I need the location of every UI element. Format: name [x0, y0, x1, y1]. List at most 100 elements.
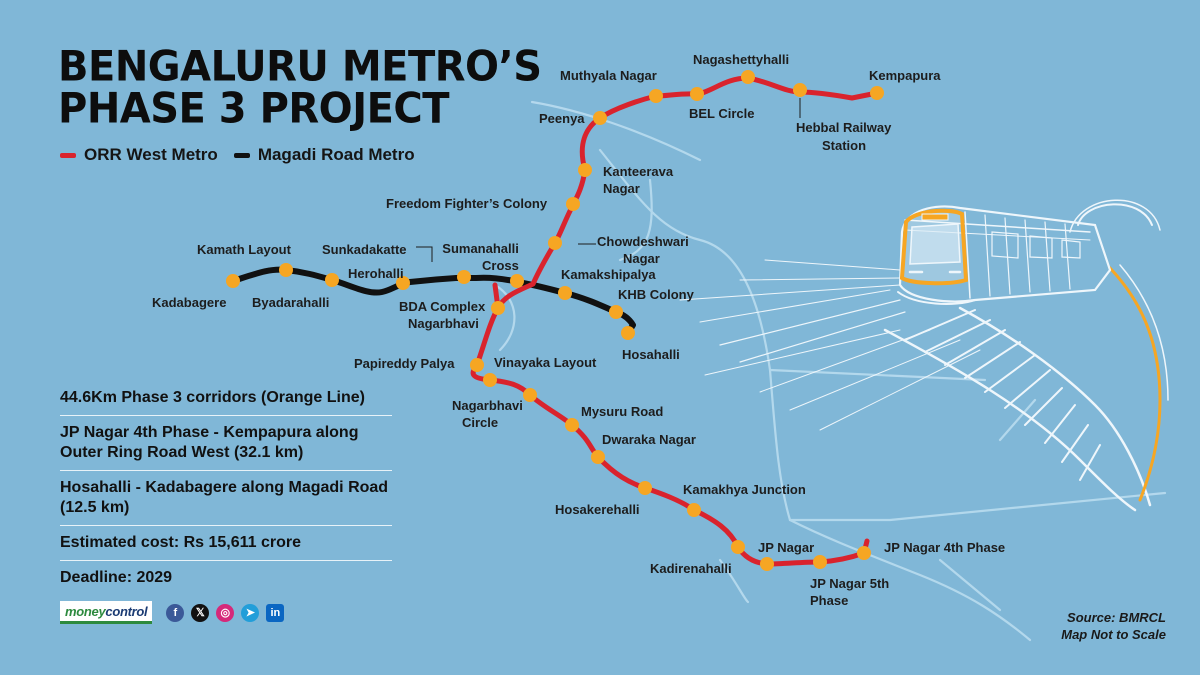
legend-magadi-swatch — [233, 152, 250, 158]
station-marker — [226, 274, 240, 288]
station-marker — [741, 70, 755, 84]
station-marker — [523, 388, 537, 402]
legend-magadi: Magadi Road Metro — [233, 145, 415, 165]
label-hebbal: Hebbal Railway Station — [796, 119, 891, 155]
info-orr-west: JP Nagar 4th Phase - Kempapura along Out… — [60, 416, 392, 471]
station-marker — [690, 87, 704, 101]
station-marker — [325, 273, 339, 287]
label-sunkadakatte: Sunkadakatte — [322, 242, 407, 257]
station-marker — [470, 358, 484, 372]
station-marker — [591, 450, 605, 464]
station-marker — [870, 86, 884, 100]
x-icon[interactable]: 𝕏 — [191, 603, 210, 622]
label-nagarbhavi-circle: Nagarbhavi Circle — [452, 397, 523, 431]
label-kamath-layout: Kamath Layout — [197, 242, 291, 257]
label-sumanahalli-line2: Cross — [482, 258, 519, 273]
station-marker — [483, 373, 497, 387]
label-jp-nagar: JP Nagar — [758, 540, 815, 555]
label-kempapura: Kempapura — [869, 68, 941, 83]
label-leaders — [416, 98, 801, 262]
label-sumanahalli-cross: Sumanahalli Cross — [438, 240, 519, 274]
label-jp-nagar-5th-line1: JP Nagar 5th — [810, 576, 890, 591]
label-khb-colony: KHB Colony — [618, 287, 694, 302]
label-sumanahalli-line1: Sumanahalli — [442, 241, 519, 256]
legend-orr-swatch — [60, 152, 76, 158]
label-jp-nagar-5th-line2: Phase — [810, 593, 849, 608]
station-marker — [578, 163, 592, 177]
facebook-icon[interactable]: f — [166, 603, 185, 622]
station-marker — [491, 301, 505, 315]
station-marker — [593, 111, 607, 125]
train-illustration — [679, 199, 1169, 512]
label-kanteerava-nagar: Kanteerava Nagar — [603, 163, 673, 197]
station-marker — [621, 326, 635, 340]
label-byadarahalli: Byadarahalli — [252, 295, 330, 310]
station-marker — [558, 286, 572, 300]
label-hosakerehalli: Hosakerehalli — [555, 502, 640, 517]
label-hosahalli: Hosahalli — [622, 347, 680, 362]
magadi-road-line — [230, 266, 636, 336]
label-kadabagere: Kadabagere — [152, 295, 227, 310]
linkedin-icon[interactable]: in — [266, 603, 285, 622]
label-peenya: Peenya — [539, 111, 585, 126]
label-hebbal-line2: Station — [822, 138, 867, 153]
project-info: 44.6Km Phase 3 corridors (Orange Line) J… — [60, 381, 392, 595]
label-kanteerava-line2: Nagar — [603, 181, 640, 196]
label-mysuru-road: Mysuru Road — [581, 404, 664, 419]
station-marker — [457, 270, 471, 284]
info-corridors: 44.6Km Phase 3 corridors (Orange Line) — [60, 381, 392, 416]
label-nagarbhavi-circle-line2: Circle — [462, 415, 499, 430]
station-markers — [226, 70, 884, 571]
label-kadirenahalli: Kadirenahalli — [650, 561, 732, 576]
orr-west-line — [470, 75, 880, 567]
telegram-icon[interactable]: ➤ — [241, 603, 260, 622]
station-marker — [731, 540, 745, 554]
source-line: Source: BMRCL — [1067, 610, 1166, 625]
label-freedom-fighters: Freedom Fighter’s Colony — [386, 196, 548, 211]
label-hebbal-line1: Hebbal Railway — [796, 120, 892, 135]
info-deadline: Deadline: 2029 — [60, 569, 173, 586]
label-bel-circle: BEL Circle — [689, 106, 755, 121]
label-jp-nagar-5th: JP Nagar 5th Phase — [810, 575, 889, 609]
logo-part-2: control — [105, 603, 148, 619]
station-marker — [548, 236, 562, 250]
legend-orr-west: ORR West Metro — [60, 145, 218, 165]
label-dwaraka-nagar: Dwaraka Nagar — [602, 432, 696, 447]
background-roads — [493, 100, 1167, 642]
legend: ORR West Metro Magadi Road Metro — [60, 145, 431, 165]
title-line-1: BENGALURU METRO’S — [58, 42, 542, 92]
label-herohalli: Herohalli — [348, 266, 404, 281]
station-marker — [813, 555, 827, 569]
label-chowdeshwari-nagar: Chowdeshwari Nagar — [597, 233, 689, 267]
label-bda-complex: BDA Complex — [399, 299, 486, 314]
station-marker — [687, 503, 701, 517]
label-kanteerava-line1: Kanteerava — [603, 164, 674, 179]
station-marker — [279, 263, 293, 277]
station-marker — [857, 546, 871, 560]
logo-part-1: money — [65, 603, 106, 619]
station-marker — [565, 418, 579, 432]
title-line-2: PHASE 3 PROJECT — [58, 84, 450, 134]
label-kamakhya-junction: Kamakhya Junction — [683, 482, 806, 497]
label-nagarbhavi: Nagarbhavi — [408, 316, 479, 331]
station-marker — [396, 276, 410, 290]
label-muthyala-nagar: Muthyala Nagar — [560, 68, 657, 83]
info-cost: Estimated cost: Rs 15,611 crore — [60, 526, 392, 561]
label-nagarbhavi-circle-line1: Nagarbhavi — [452, 398, 523, 413]
station-marker — [609, 305, 623, 319]
legend-magadi-label: Magadi Road Metro — [257, 145, 415, 164]
label-papireddy-palya: Papireddy Palya — [354, 356, 455, 371]
label-nagashettyhalli: Nagashettyhalli — [693, 52, 790, 67]
label-kamakshipalya: Kamakshipalya — [561, 267, 656, 282]
label-vinayaka-layout: Vinayaka Layout — [494, 355, 597, 370]
label-chowdeshwari-line2: Nagar — [623, 251, 660, 266]
info-magadi: Hosahalli - Kadabagere along Magadi Road… — [60, 471, 392, 526]
label-jp-nagar-4th: JP Nagar 4th Phase — [884, 540, 1006, 555]
instagram-icon[interactable]: ◎ — [216, 603, 235, 622]
station-marker — [649, 89, 663, 103]
label-chowdeshwari-line1: Chowdeshwari — [597, 234, 689, 249]
